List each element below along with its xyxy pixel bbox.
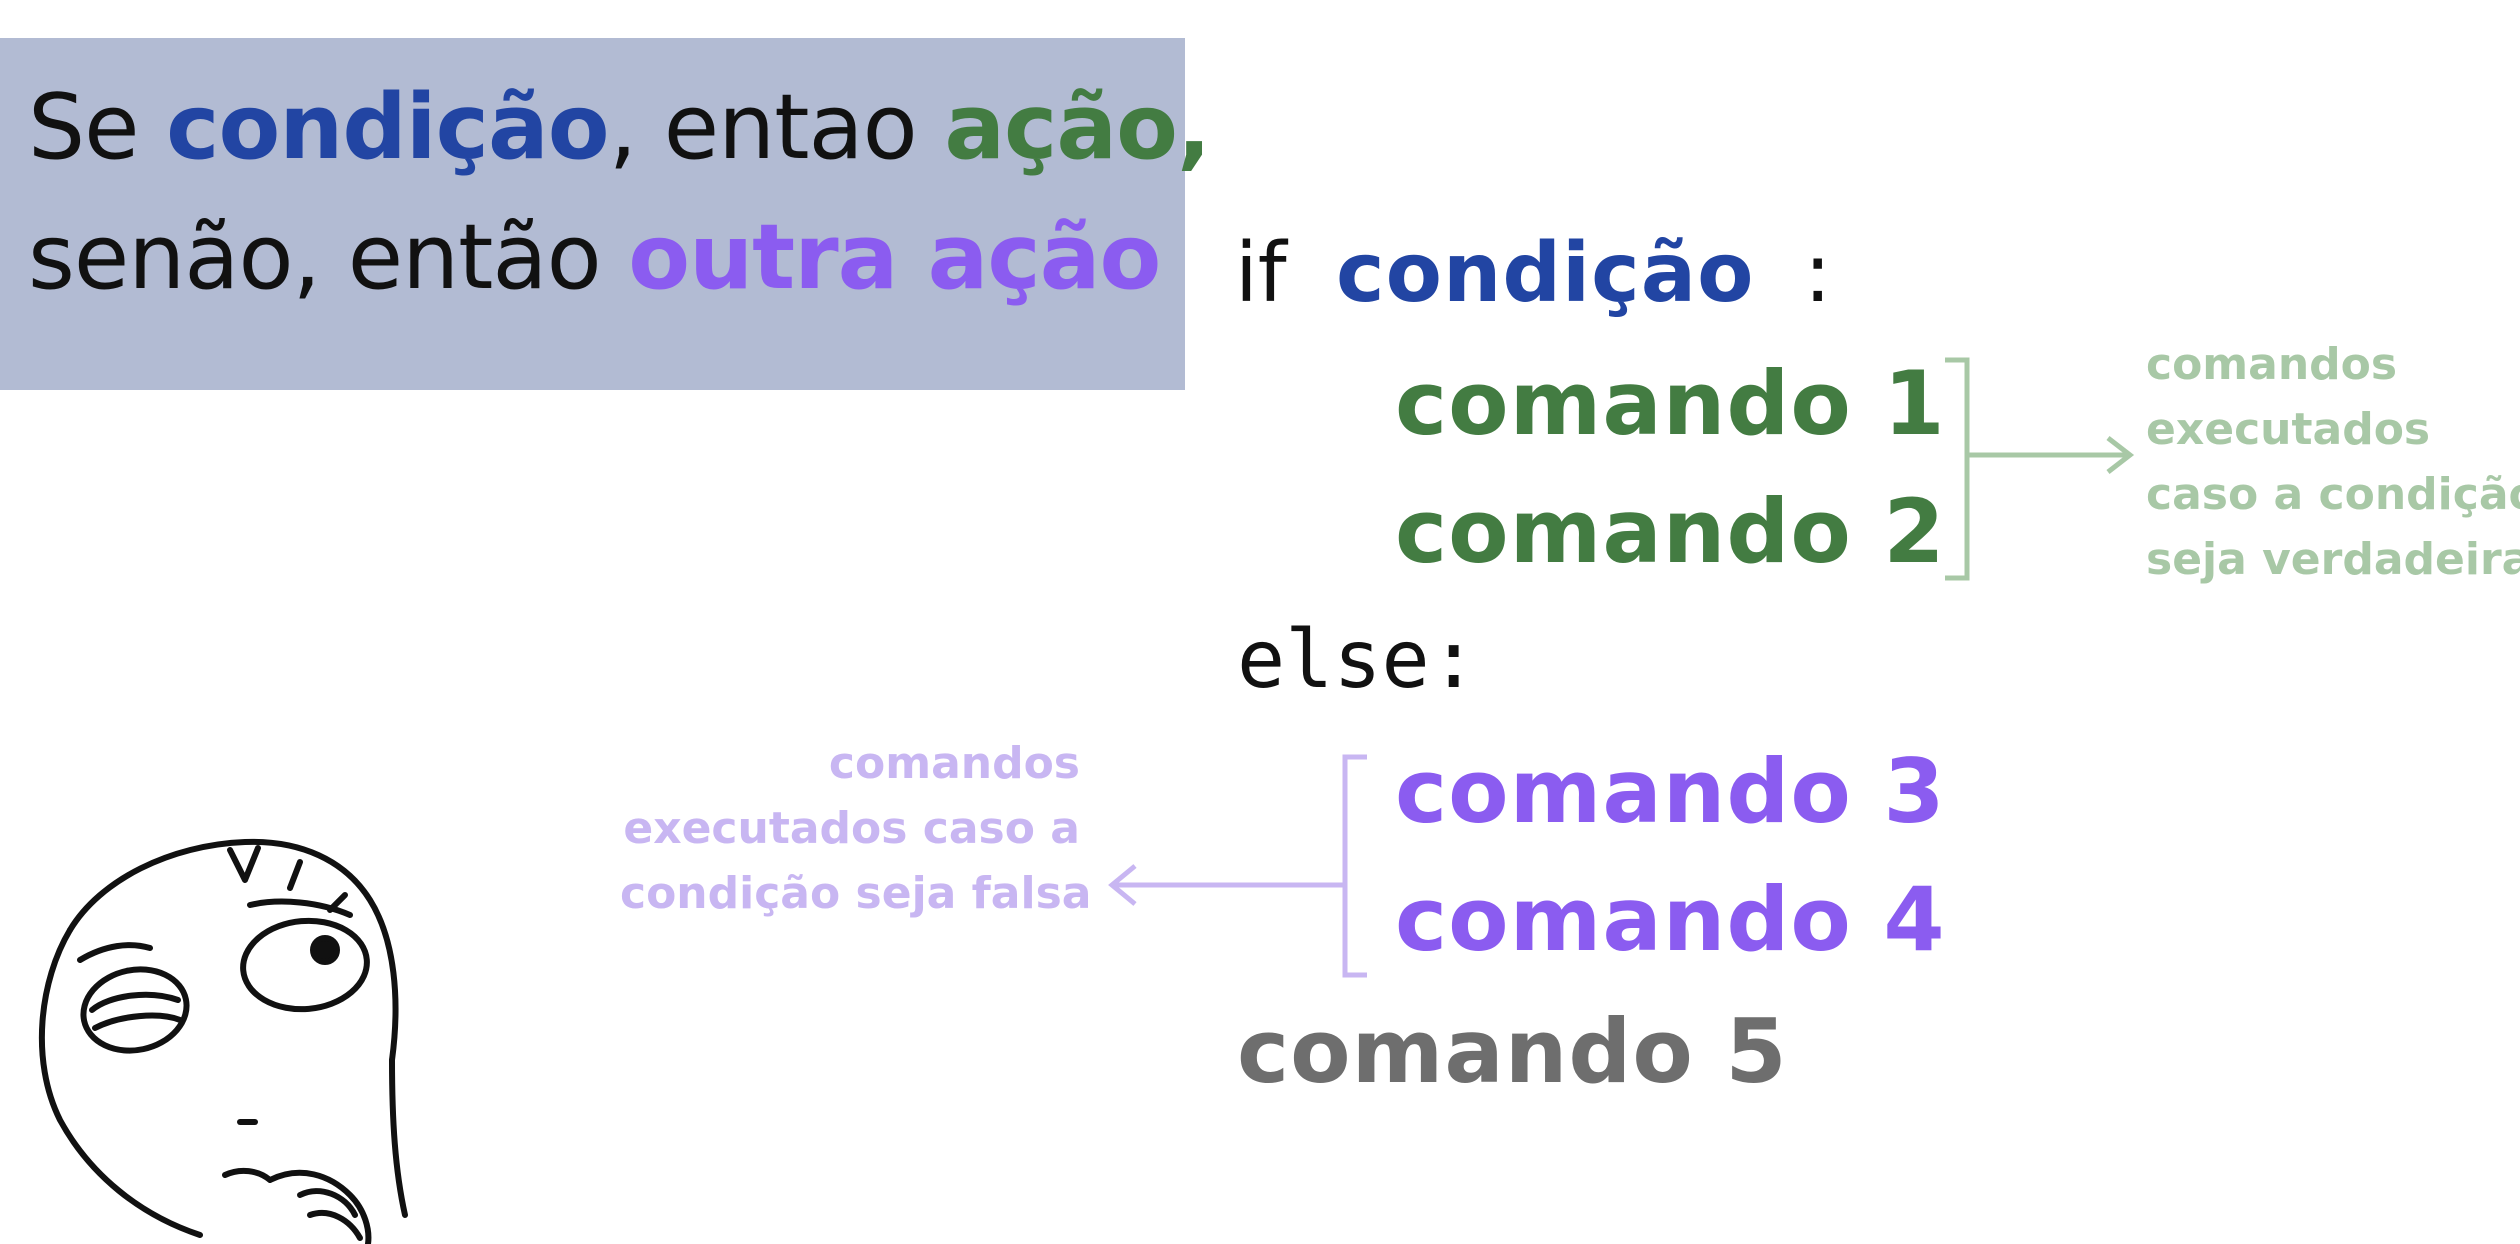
false-note-line-3: condição seja falsa [620,868,1092,919]
command-5: comando 5 [1237,1000,1788,1103]
command-1: comando 1 [1395,352,1946,455]
text-acao: ação, [944,75,1211,180]
true-note-line-2: executados [2146,404,2431,455]
true-branch-note: comandos executados caso a condição seja… [2146,332,2520,592]
false-branch-bracket [1342,754,1367,978]
true-branch-arrow-head [2106,436,2135,474]
if-colon: : [1803,226,1832,321]
else-line: else: [1237,613,1478,706]
false-note-line-1: comandos [828,738,1080,789]
command-4: comando 4 [1395,868,1946,971]
true-note-line-4: seja verdadeira [2146,534,2520,585]
explanation-line-2: senão, então outra ação [28,213,1161,303]
true-note-line-3: caso a condição [2146,469,2520,520]
false-branch-arrow-head [1108,864,1137,906]
text-entao: , entao [608,75,945,180]
explanation-line-1: Se condição, entao ação, [28,83,1211,173]
text-outra-acao: outra ação [628,205,1161,310]
false-branch-note: comandos executados caso a condição seja… [620,731,1092,926]
text-condicao: condição [166,75,609,180]
false-note-line-2: executados caso a [623,803,1080,854]
explanation-box [0,38,1185,390]
if-line: if condição : [1235,233,1831,315]
if-condition: condição [1336,226,1755,321]
text-se: Se [28,75,167,180]
text-senao: senão, então [28,205,629,310]
command-2: comando 2 [1395,480,1946,583]
if-keyword: if [1235,226,1287,321]
true-branch-bracket [1945,357,1970,581]
true-note-line-1: comandos [2146,339,2398,390]
command-3: comando 3 [1395,740,1946,843]
